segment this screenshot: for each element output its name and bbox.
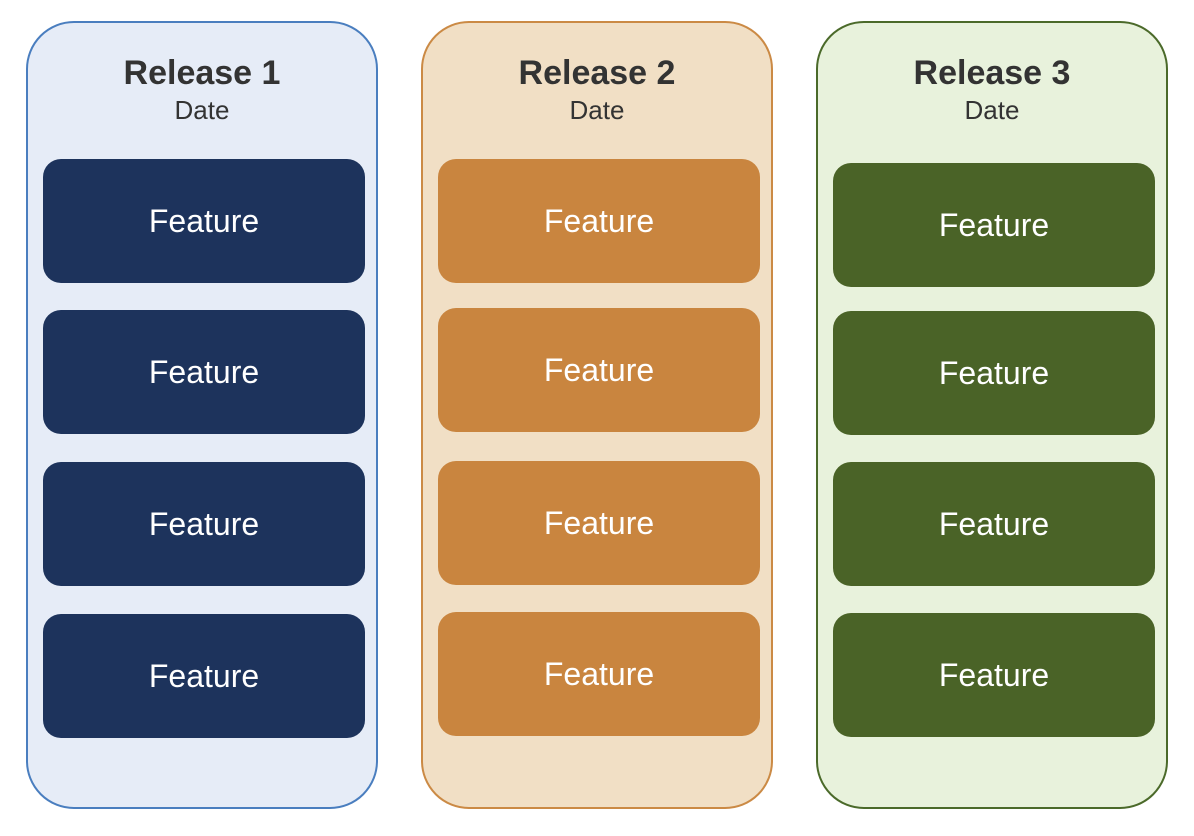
release-1-title: Release 1 [123, 54, 281, 92]
release-2-date: Date [569, 95, 625, 125]
release-1-date: Date [174, 95, 230, 125]
release-3-feature-2[interactable]: Feature [833, 311, 1155, 435]
release-2-column: Release 2 Date Feature Feature Feature F… [421, 21, 773, 809]
release-1-feature-3[interactable]: Feature [43, 462, 365, 586]
release-2-feature-4[interactable]: Feature [438, 612, 760, 736]
release-3-title: Release 3 [913, 54, 1071, 92]
release-1-feature-4[interactable]: Feature [43, 614, 365, 738]
release-3-feature-1[interactable]: Feature [833, 163, 1155, 287]
release-2-title: Release 2 [518, 54, 676, 92]
release-1-feature-1[interactable]: Feature [43, 159, 365, 283]
release-1-feature-2[interactable]: Feature [43, 310, 365, 434]
release-2-feature-2[interactable]: Feature [438, 308, 760, 432]
release-3-date: Date [964, 95, 1020, 125]
release-1-column: Release 1 Date Feature Feature Feature F… [26, 21, 378, 809]
release-3-feature-4[interactable]: Feature [833, 613, 1155, 737]
release-3-feature-3[interactable]: Feature [833, 462, 1155, 586]
release-2-feature-1[interactable]: Feature [438, 159, 760, 283]
release-2-feature-3[interactable]: Feature [438, 461, 760, 585]
release-3-column: Release 3 Date Feature Feature Feature F… [816, 21, 1168, 809]
